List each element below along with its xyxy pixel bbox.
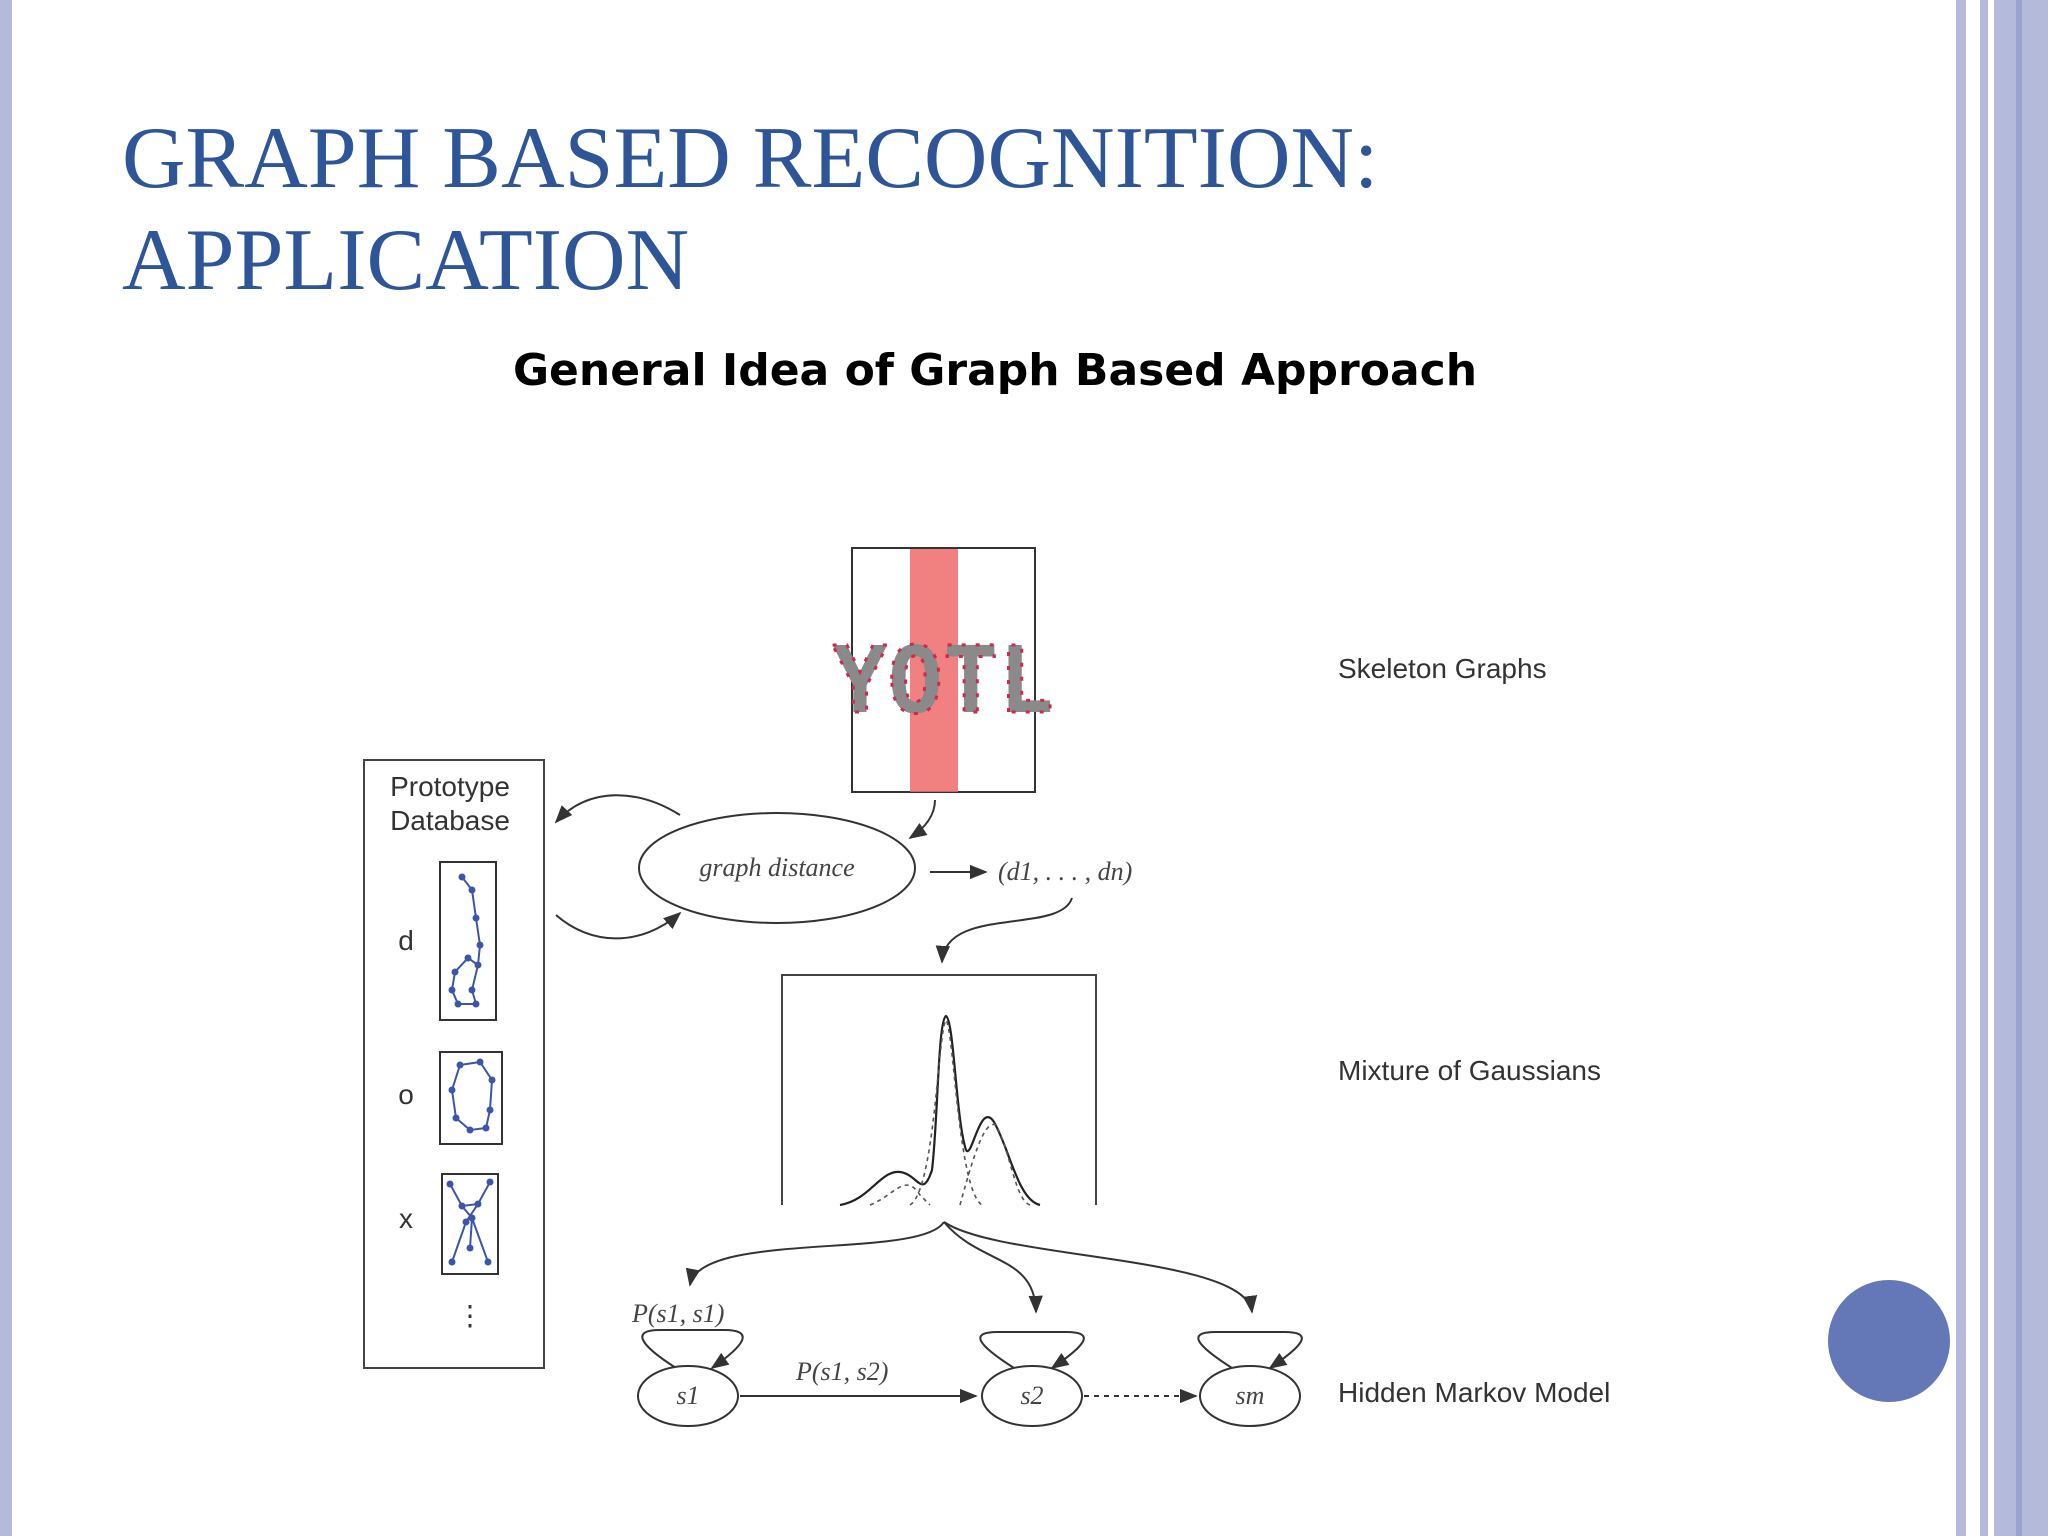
gaussian-component-1 <box>869 1184 931 1206</box>
label-skeleton-graphs: Skeleton Graphs <box>1338 653 1547 684</box>
right-border-stripe-4 <box>2016 0 2022 1536</box>
label-p-s1-s1: P(s1, s1) <box>631 1299 724 1328</box>
prototype-database: Prototype Database d o x ⋮ <box>363 759 545 1369</box>
prototype-char-x: x <box>399 1203 413 1234</box>
prototype-label-line-1: Prototype <box>390 771 510 802</box>
self-loop-s2 <box>979 1331 1085 1370</box>
right-border-stripe-2 <box>1980 0 1988 1536</box>
self-loop-sm <box>1197 1331 1303 1370</box>
handwriting-word: YOTL <box>832 627 1054 734</box>
arrow-mixture-to-s1 <box>685 1221 945 1287</box>
mixture-curve <box>839 1014 1041 1207</box>
graph-distance-node <box>638 812 916 924</box>
prototype-graph-x <box>449 1181 491 1263</box>
right-border-stripe-1 <box>1956 0 1966 1536</box>
label-state-s2: s2 <box>1020 1381 1043 1410</box>
hmm-state-sm <box>1199 1365 1301 1427</box>
mixture-of-gaussians-plot <box>781 974 1097 1207</box>
label-mixture-of-gaussians: Mixture of Gaussians <box>1338 1055 1601 1086</box>
figure-title: General Idea of Graph Based Approach <box>512 345 1478 396</box>
label-graph-distance: graph distance <box>699 853 854 882</box>
prototype-char-o: o <box>398 1079 414 1110</box>
arrow-mixture-to-sm <box>943 1221 1258 1314</box>
left-border-stripe <box>0 0 12 1536</box>
slide-nav-dot[interactable] <box>1828 1280 1950 1402</box>
prototype-ellipsis: ⋮ <box>456 1300 484 1331</box>
arrow-to-database <box>554 794 681 824</box>
sliding-window-highlight <box>910 549 958 792</box>
label-p-s1-s2: P(s1, s2) <box>795 1357 888 1386</box>
self-loop-s1 <box>641 1329 744 1370</box>
gaussian-component-3 <box>959 1123 1031 1206</box>
skeleton-graph-image: YOTL <box>831 547 1055 793</box>
slide-title-line-2: APPLICATION <box>122 212 690 309</box>
label-distance-vector: (d1, . . . , dn) <box>998 857 1132 886</box>
label-state-s1: s1 <box>676 1381 699 1410</box>
prototype-char-d: d <box>398 925 414 956</box>
arrow-image-to-distance <box>908 799 936 839</box>
arrow-from-database <box>555 911 682 940</box>
gaussian-component-2 <box>909 1018 983 1206</box>
arrow-mixture-to-s2 <box>943 1221 1043 1314</box>
hmm-state-s2 <box>981 1365 1083 1427</box>
slide-title-line-1: GRAPH BASED RECOGNITION: <box>122 110 1379 207</box>
slide-title: GRAPH BASED RECOGNITION: APPLICATION <box>122 108 1379 312</box>
label-hidden-markov-model: Hidden Markov Model <box>1338 1377 1610 1408</box>
hmm-state-s1 <box>637 1365 739 1427</box>
arrow-vector-to-mixture <box>935 897 1073 964</box>
label-state-sm: sm <box>1236 1381 1265 1410</box>
prototype-label-line-2: Database <box>390 805 510 836</box>
